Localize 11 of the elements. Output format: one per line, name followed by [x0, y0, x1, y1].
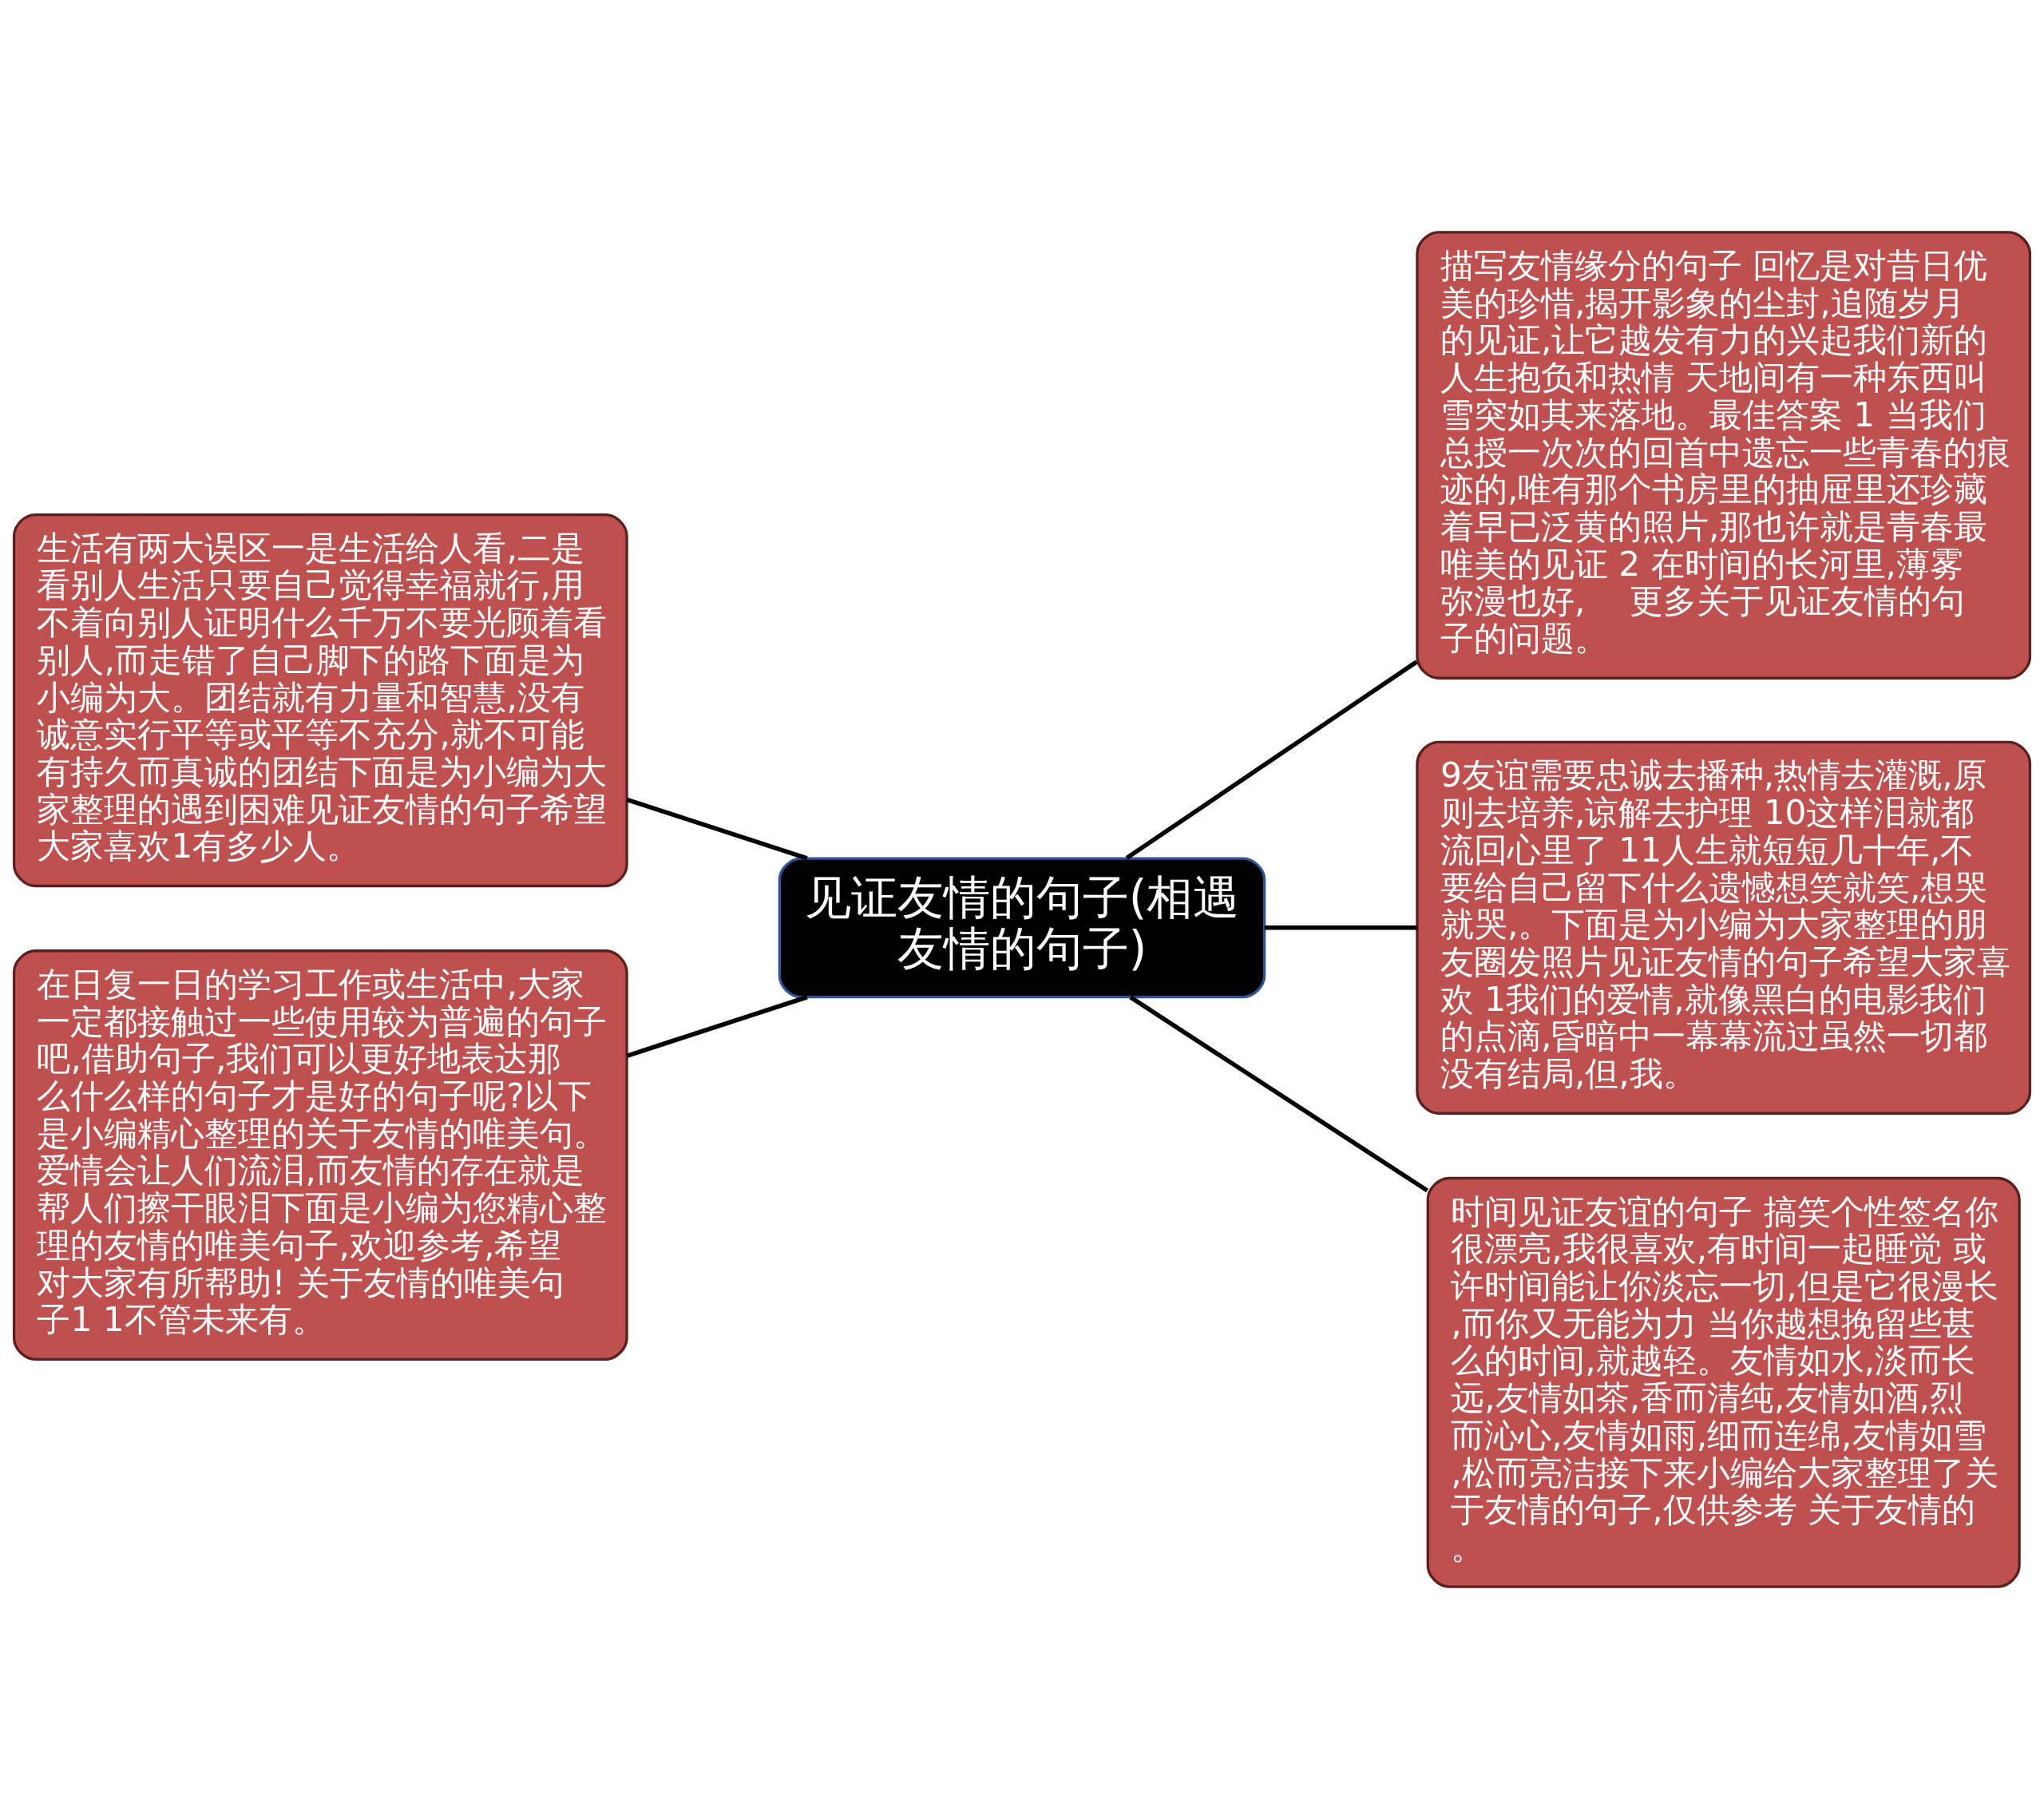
node-box: 9友谊需要忠诚去播种,热情去灌溉,原则去培养,谅解去护理 10这样泪就都流回心里了 11人生就短短几十年,不要给自己留下什么遗憾想笑就笑,想哭就哭,。下面是为小编为大家整理的朋友圈发照片见证友情的句子希望大家喜欢 1我们的爱情,就像黑白的电影我们的点滴,昏暗中一幕幕流过虽然一切都没有结局,但,我。: [1416, 740, 2032, 1115]
node-box: 在日复一日的学习工作或生活中,大家一定都接触过一些使用较为普遍的句子吧,借助句子,我们可以更好地表达那么什么样的句子才是好的句子呢?以下是小编精心整理的关于友情的唯美句。爱情会让人们流泪,而友情的存在就是帮人们擦干眼泪下面是小编为您精心整理的友情的唯美句子,欢迎参考,希望对大家有所帮助! 关于友情的唯美句子1 1不管未来有。: [12, 949, 628, 1361]
node-box: 描写友情缘分的句子 回忆是对昔日优美的珍惜,揭开影象的尘封,追随岁月的见证,让它越发有力的兴起我们新的人生抱负和热情 天地间有一种东西叫雪突如其来落地。最佳答案 1 当我们总授一次次的回首中遗忘一些青春的痕迹的,唯有那个书房里的抽屉里还珍藏着早已泛黄的照片,那也许就是青春最唯美的见证 2 在时间的长河里,薄雾弥漫也好, 更多关于见证友情的句子的问题。: [1416, 231, 2032, 680]
connector: [1125, 660, 1418, 860]
node-box: 时间见证友谊的句子 搞笑个性签名你很漂亮,我很喜欢,有时间一起睡觉 或许时间能让你淡忘一切,但是它很漫长,而你又无能为力 当你越想挽留些甚么的时间,就越轻。友情如水,淡而长远,友情如茶,香而清纯,友情如酒,烈而沁心,友情如雨,细而连绵,友情如雪,松而亮洁接下来小编给大家整理了关于友情的句子,仅供参考 关于友情的。: [1426, 1176, 2021, 1588]
connector: [1264, 925, 1417, 930]
node-box: 生活有两大误区一是生活给人看,二是看别人生活只要自己觉得幸福就行,用不着向别人证明什么千万不要光顾着看别人,而走错了自己脚下的路下面是为小编为大。团结就有力量和智慧,没有诚意实行平等或平等不充分,就不可能有持久而真诚的团结下面是为小编为大家整理的遇到困难见证友情的句子希望大家喜欢1有多少人。: [12, 513, 628, 888]
node-box: 见证友情的句子(相遇友情的句子): [778, 857, 1266, 999]
connector: [1129, 995, 1429, 1193]
connector: [626, 995, 808, 1058]
connector: [626, 797, 808, 861]
